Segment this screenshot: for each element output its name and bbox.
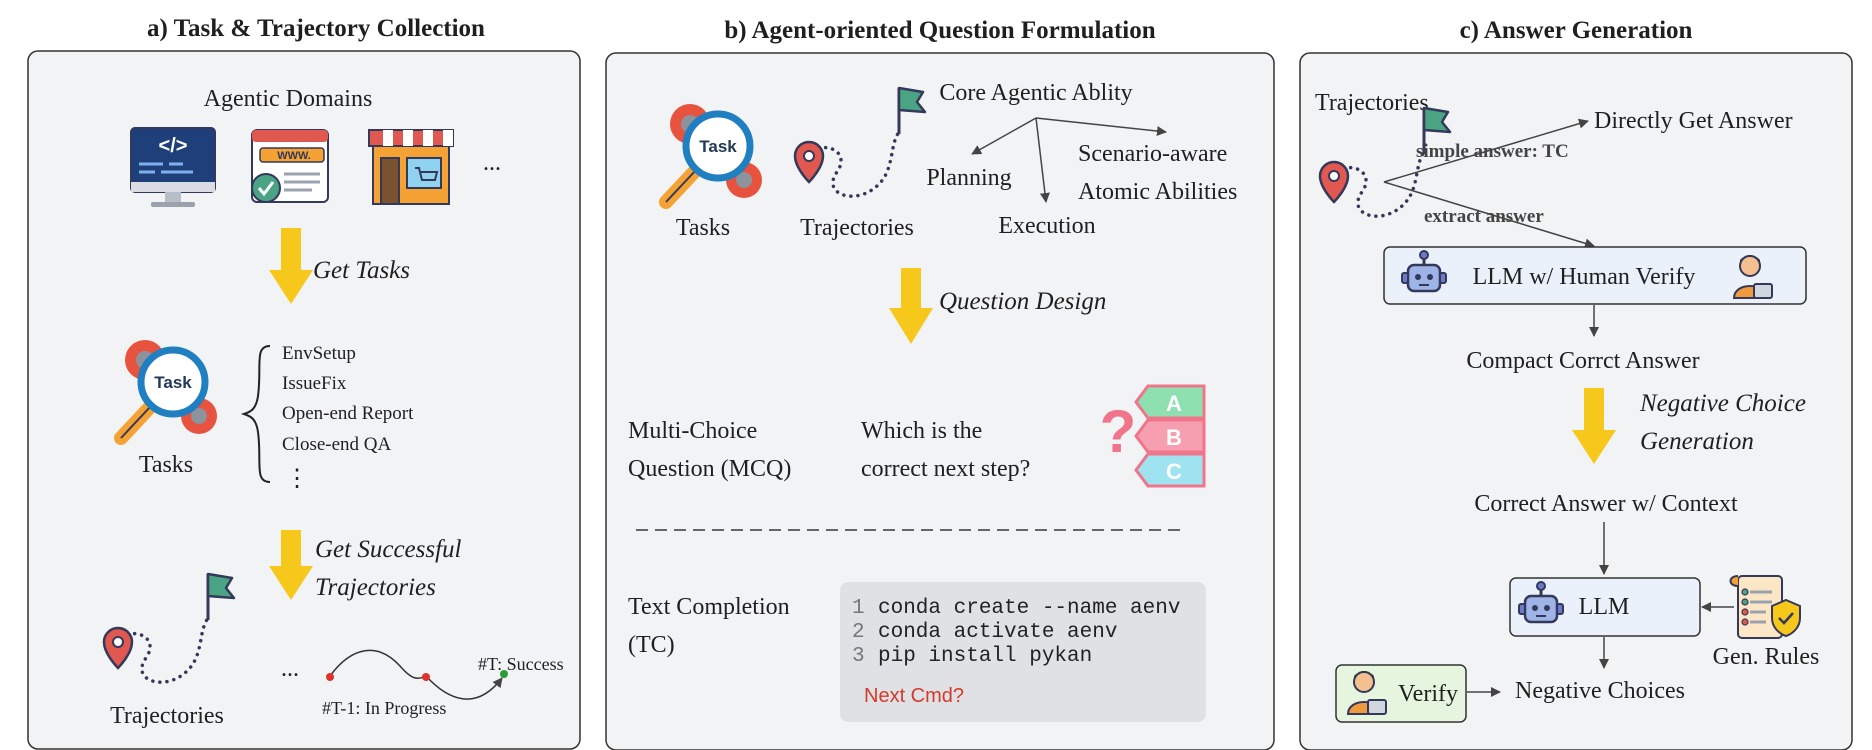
svg-text:</>: </>	[159, 135, 188, 157]
negative-generation-label-1: Negative Choice	[1639, 390, 1806, 417]
get-successful-arrow	[269, 530, 313, 600]
task-type-envsetup: EnvSetup	[282, 343, 356, 364]
mcq-label-2: Question (MCQ)	[628, 456, 791, 482]
llm-human-verify-label: LLM w/ Human Verify	[1473, 264, 1696, 290]
panel-b: b) Agent-oriented Question Formulation T…	[605, 17, 1275, 750]
scenario-label-2: Atomic Abilities	[1078, 179, 1237, 205]
choice-c: C	[1166, 459, 1182, 484]
task-type-issuefix: IssueFix	[282, 373, 347, 394]
llm-human-verify-box	[1383, 246, 1807, 305]
trajectory-progress-curve	[329, 649, 503, 700]
extract-answer-arrow	[1383, 181, 1595, 249]
get-successful-label-2: Trajectories	[315, 574, 436, 601]
tasks-label-b: Tasks	[676, 215, 730, 241]
code-line-1-number: 1	[852, 597, 865, 620]
code-line-1: conda create --name aenv	[878, 597, 1180, 620]
negative-generation-arrow	[1572, 388, 1616, 464]
correct-answer-context-label: Correct Answer w/ Context	[1474, 491, 1738, 517]
web-browser-icon: WWW.	[251, 129, 329, 203]
store-icon	[368, 129, 454, 205]
mcq-label-1: Multi-Choice	[628, 418, 757, 444]
task-type-open-end-report: Open-end Report	[282, 403, 414, 424]
get-tasks-label: Get Tasks	[313, 257, 410, 284]
step-in-progress-label: #T-1: In Progress	[322, 698, 446, 718]
get-successful-label-1: Get Successful	[315, 536, 462, 563]
ability-arrow-scenario	[1035, 117, 1167, 137]
mcq-question-2: correct next step?	[861, 456, 1030, 482]
panel-a: a) Task & Trajectory Collection Agentic …	[27, 15, 581, 750]
trajectories-label-c: Trajectories	[1315, 90, 1429, 116]
task-types-more: ⋮	[285, 466, 309, 492]
trajectories-label-b: Trajectories	[800, 215, 914, 241]
svg-text:?: ?	[1100, 398, 1137, 465]
task-types-brace	[240, 345, 271, 483]
gen-rules-icon	[1729, 575, 1801, 639]
tc-label-2: (TC)	[628, 632, 675, 658]
panel-a-title: a) Task & Trajectory Collection	[147, 15, 485, 42]
question-design-label: Question Design	[939, 288, 1106, 315]
choice-a: A	[1166, 391, 1182, 416]
task-type-close-end-qa: Close-end QA	[282, 434, 392, 455]
trajectories-label-a: Trajectories	[110, 703, 224, 729]
scenario-label-1: Scenario-aware	[1078, 141, 1227, 167]
tc-label-1: Text Completion	[628, 594, 790, 620]
code-line-3: pip install pykan	[878, 645, 1092, 668]
negative-choices-label: Negative Choices	[1515, 678, 1685, 704]
code-monitor-icon: </>	[130, 127, 216, 207]
panel-b-box	[605, 52, 1275, 750]
agentic-domains-label: Agentic Domains	[204, 86, 373, 112]
code-block	[840, 582, 1206, 722]
next-cmd-label: Next Cmd?	[864, 685, 964, 707]
compact-answer-label: Compact Corrct Answer	[1466, 348, 1699, 374]
panel-c-box	[1299, 52, 1853, 750]
trajectory-step-dot	[422, 673, 430, 681]
directly-answer-arrow	[1383, 118, 1589, 183]
negative-generation-label-2: Generation	[1640, 428, 1754, 455]
get-tasks-arrow	[269, 228, 313, 304]
core-agentic-ability-label: Core Agentic Ablity	[939, 80, 1132, 106]
code-line-3-number: 3	[852, 645, 865, 668]
code-line-2: conda activate aenv	[878, 621, 1117, 644]
execution-label: Execution	[998, 213, 1095, 239]
panel-c-title: c) Answer Generation	[1460, 17, 1693, 44]
panel-b-title: b) Agent-oriented Question Formulation	[724, 17, 1155, 44]
panel-a-box	[27, 50, 581, 750]
step-success-label: #T: Success	[478, 654, 564, 674]
simple-answer-label: simple answer: TC	[1416, 141, 1569, 162]
verify-label: Verify	[1398, 681, 1458, 707]
trajectory-start-dot	[326, 673, 334, 681]
code-line-2-number: 2	[852, 621, 865, 644]
abc-choices-icon: ? A B C	[1100, 384, 1206, 488]
svg-text:WWW.: WWW.	[277, 150, 311, 162]
question-design-arrow	[889, 268, 933, 344]
directly-get-answer-label: Directly Get Answer	[1594, 108, 1793, 134]
mcq-question-1: Which is the	[861, 418, 982, 444]
choice-b: B	[1166, 425, 1182, 450]
llm-label: LLM	[1579, 594, 1630, 620]
llm-box	[1509, 577, 1701, 637]
trajectory-more: ...	[281, 656, 299, 682]
domains-more: ...	[483, 150, 501, 176]
gen-rules-label: Gen. Rules	[1713, 644, 1820, 670]
tasks-label-a: Tasks	[139, 452, 193, 478]
panel-c: c) Answer Generation Trajectories Direct…	[1299, 17, 1853, 750]
planning-label: Planning	[926, 165, 1011, 191]
ability-arrow-planning	[971, 117, 1037, 155]
ability-arrow-execution	[1035, 117, 1050, 203]
extract-answer-label: extract answer	[1424, 206, 1544, 227]
trajectory-success-dot	[500, 670, 508, 678]
